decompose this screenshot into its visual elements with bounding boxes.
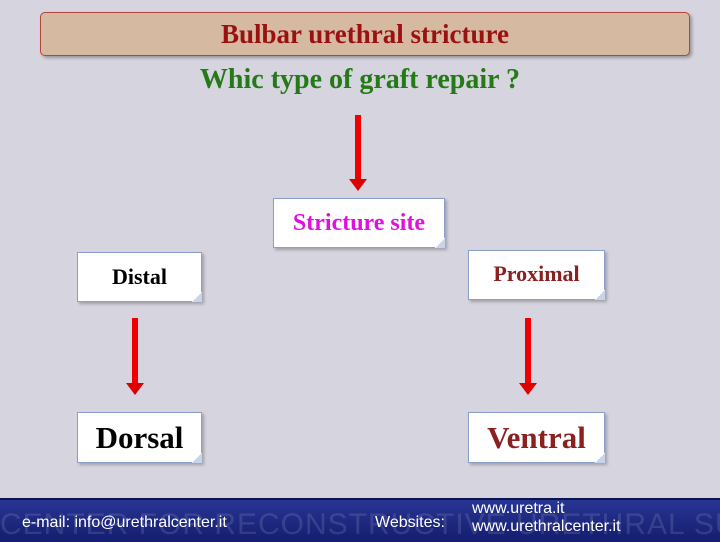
node-ventral: Ventral bbox=[468, 412, 605, 463]
footer-email: e-mail: info@urethralcenter.it bbox=[22, 514, 227, 531]
slide-subtitle: Whic type of graft repair ? bbox=[199, 64, 521, 95]
node-stricture-site: Stricture site bbox=[273, 198, 445, 248]
node-dorsal: Dorsal bbox=[77, 412, 202, 463]
footer-websites-label: Websites: bbox=[375, 514, 445, 531]
slide-title: Bulbar urethral stricture bbox=[40, 12, 690, 56]
footer-watermark: CENTER FOR RECONSTRUCTIVE URETHRAL SURGE… bbox=[0, 508, 720, 541]
footer-website-2[interactable]: www.urethralcenter.it bbox=[472, 518, 621, 535]
node-proximal: Proximal bbox=[468, 250, 605, 300]
footer-website-1[interactable]: www.uretra.it bbox=[472, 500, 565, 517]
arrow-down-icon bbox=[519, 318, 537, 395]
node-distal: Distal bbox=[77, 252, 202, 302]
footer-bar bbox=[0, 498, 720, 542]
arrow-down-icon bbox=[126, 318, 144, 395]
arrow-down-icon bbox=[349, 115, 367, 191]
